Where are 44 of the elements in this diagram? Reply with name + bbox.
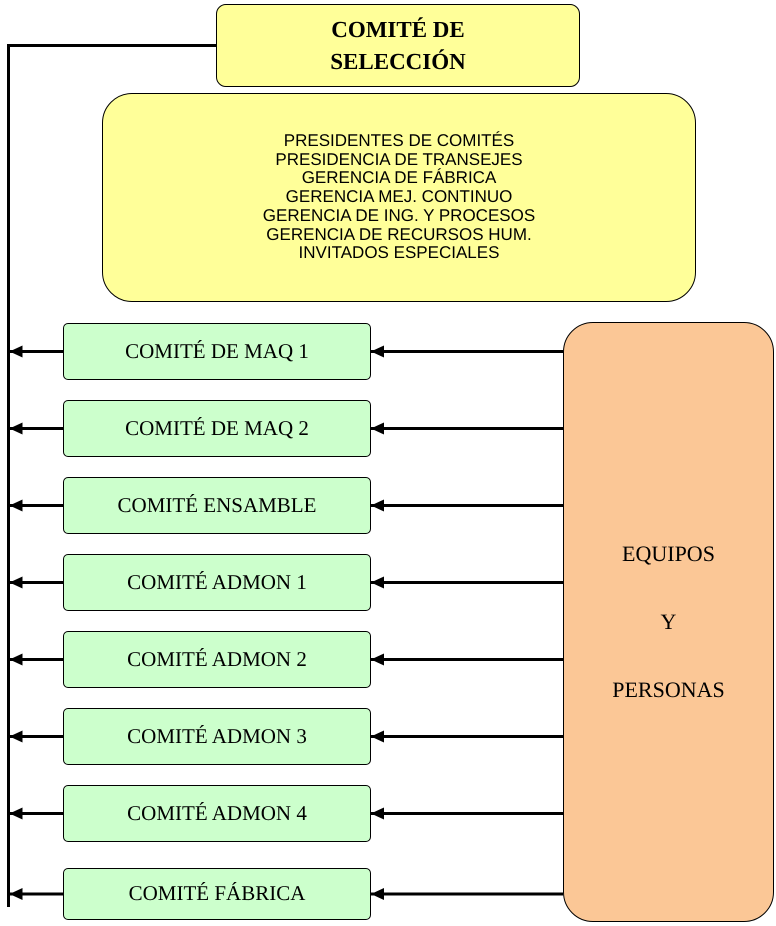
committee-box <box>63 400 371 457</box>
arrow <box>10 500 63 512</box>
node-text: EQUIPOS Y PERSONAS <box>612 540 725 704</box>
arrow <box>371 730 563 742</box>
node-text: COMITÉ DE MAQ 1 <box>125 338 309 364</box>
node-text: INVITADOS ESPECIALES <box>298 244 500 263</box>
arrow <box>371 346 563 358</box>
node-text: COMITÉ ADMON 2 <box>127 646 307 672</box>
committee-box <box>63 708 371 765</box>
committee-box <box>63 631 371 688</box>
node-text: COMITÉ DE MAQ 2 <box>125 416 309 442</box>
arrow <box>371 500 563 512</box>
arrow <box>371 808 563 820</box>
node-text: COMITÉ ADMON 4 <box>127 800 307 826</box>
arrow <box>10 808 63 820</box>
arrow <box>10 346 63 358</box>
arrow <box>371 888 563 900</box>
node-text: COMITÉ ADMON 3 <box>127 724 307 750</box>
node-text: COMITÉ ENSAMBLE <box>118 492 316 518</box>
node-text: COMITÉ ADMON 1 <box>127 570 307 596</box>
node-text: COMITÉ FÁBRICA <box>128 881 306 907</box>
arrow <box>10 422 63 434</box>
node-text: GERENCIA DE FÁBRICA <box>302 169 496 188</box>
arrow <box>371 576 563 588</box>
committee-box <box>63 785 371 842</box>
committee-box <box>216 4 580 87</box>
arrow <box>10 888 63 900</box>
node-text: GERENCIA MEJ. CONTINUO <box>286 188 512 207</box>
committee-box <box>63 477 371 534</box>
node-text: COMITÉ DE SELECCIÓN <box>329 16 467 76</box>
arrow <box>10 730 63 742</box>
committee-box <box>63 868 371 920</box>
arrow <box>371 422 563 434</box>
arrow <box>371 654 563 666</box>
arrow <box>10 654 63 666</box>
committee-box <box>63 554 371 611</box>
node-text: PRESIDENTES DE COMITÉS <box>284 132 514 151</box>
arrow <box>10 576 63 588</box>
committee-box <box>63 323 371 380</box>
node-text: GERENCIA DE RECURSOS HUM. <box>266 226 532 244</box>
node-text: PRESIDENCIA DE TRANSEJES <box>275 150 523 169</box>
members-box <box>102 93 696 302</box>
teams-box <box>563 322 774 922</box>
node-text: GERENCIA DE ING. Y PROCESOS <box>262 206 536 226</box>
